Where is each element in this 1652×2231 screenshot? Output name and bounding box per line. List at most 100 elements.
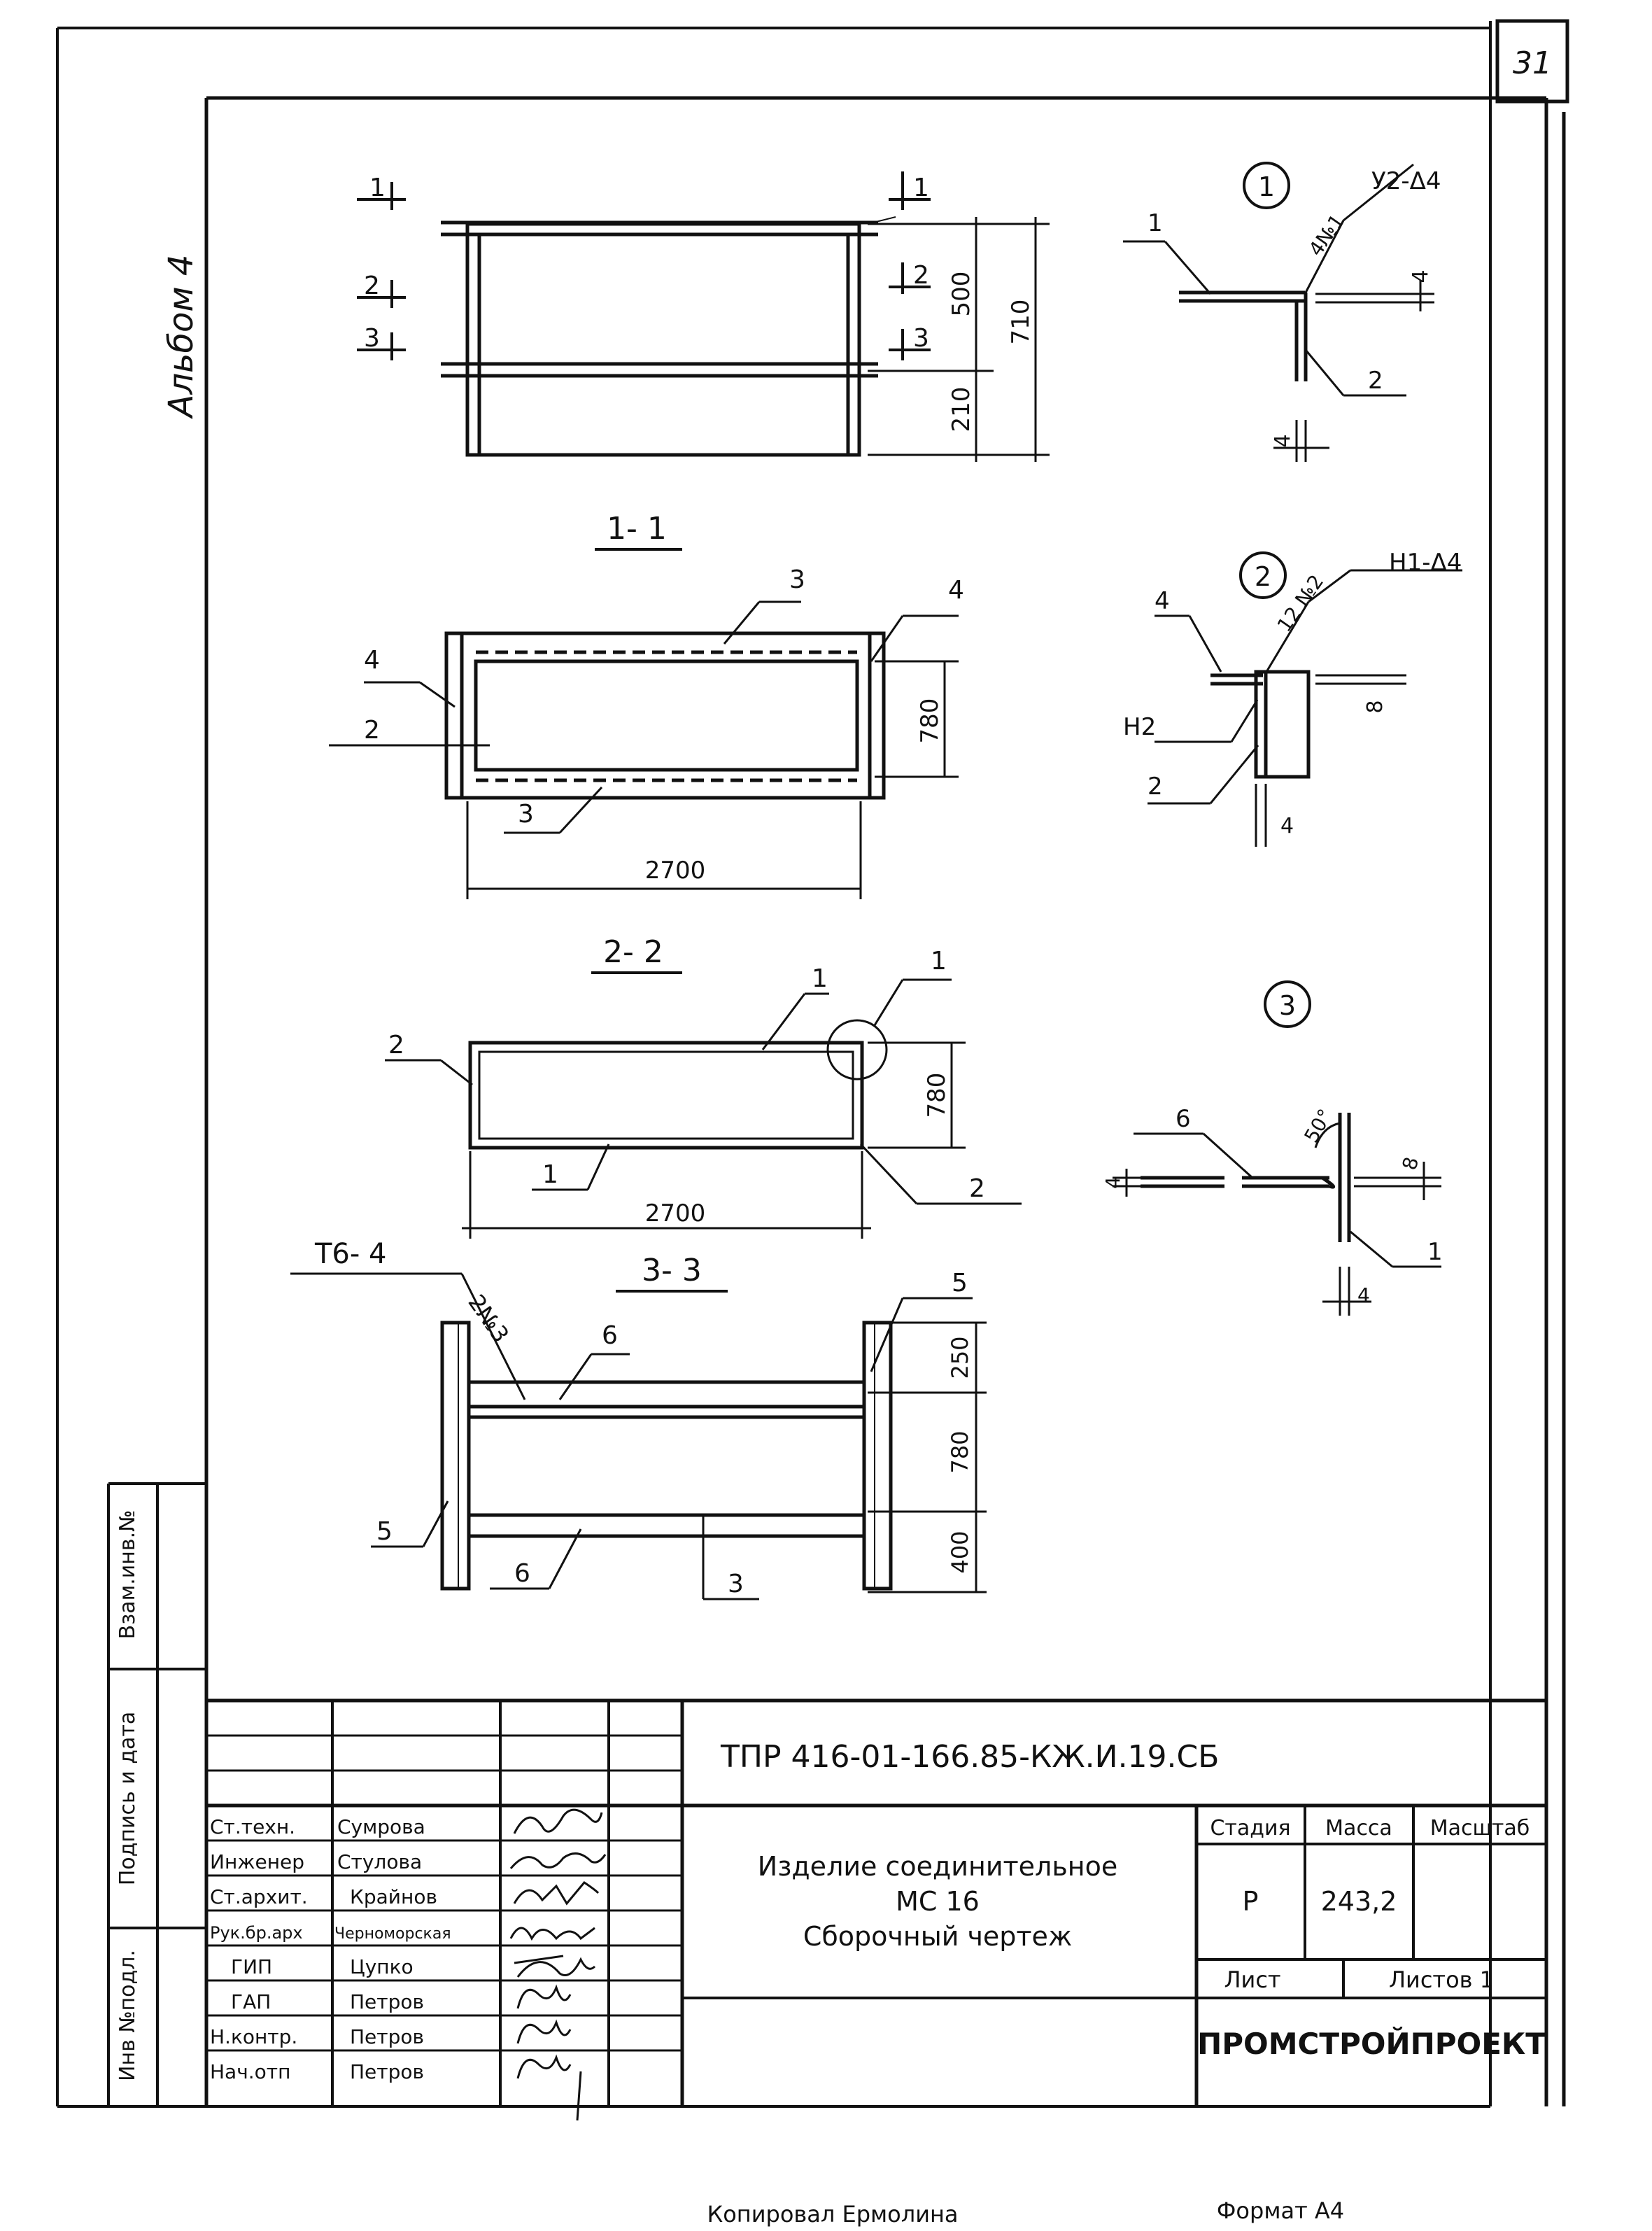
name-chernomorskaya: Черноморская — [334, 1925, 451, 1943]
detail-3: 3 50° 6 1 4 8 4 — [1101, 980, 1443, 1316]
s11-dim-780: 780 — [916, 698, 944, 744]
sheet-label: Лист — [1224, 1966, 1280, 1993]
section-2-2-title: 2- 2 — [603, 934, 663, 970]
detail-2-callout-2: 2 — [1148, 773, 1163, 801]
dim-210: 210 — [947, 387, 975, 432]
detail-1-callout-2: 2 — [1368, 367, 1383, 395]
role-gap: ГАП — [231, 1990, 271, 2013]
role-st-arch: Ст.архит. — [210, 1885, 308, 1908]
s11-dim-2700: 2700 — [645, 857, 706, 885]
s22-callout-2-right: 2 — [969, 1174, 985, 1203]
role-st-tech: Ст.техн. — [210, 1815, 295, 1838]
detail-2-weld-note: 12 №2 — [1273, 570, 1328, 636]
role-ruk-br-arch: Рук.бр.арх — [210, 1923, 303, 1943]
detail-3-dim-8: 8 — [1398, 1155, 1423, 1173]
detail-3-angle: 50° — [1299, 1105, 1336, 1146]
mass-header: Масса — [1325, 1816, 1392, 1841]
cut-mark-3-right: 3 — [913, 324, 929, 353]
s22-callout-1-bottom: 1 — [542, 1160, 558, 1189]
document-code: ТПР 416-01-166.85-КЖ.И.19.СБ — [720, 1739, 1219, 1775]
signature-1 — [513, 1808, 603, 1834]
stage-header: Стадия — [1210, 1816, 1290, 1841]
section-1-1-title: 1- 1 — [607, 511, 667, 547]
role-engineer: Инженер — [210, 1850, 304, 1873]
s11-callout-3-top: 3 — [789, 565, 805, 594]
side-stamp-replacement-inv: Взам.инв.№ — [115, 1510, 140, 1640]
detail-2: 2 Н1-Δ4 12 №2 4 Н2 2 8 4 — [1123, 549, 1462, 847]
sheets-label: Листов 1 — [1389, 1966, 1494, 1993]
name-petrov-nach: Петров — [350, 2060, 424, 2083]
title-line-2: МС 16 — [896, 1886, 980, 1917]
cut-mark-3-left: 3 — [364, 324, 380, 353]
names-column: Сумрова Стулова Крайнов Черноморская Цуп… — [334, 1815, 451, 2083]
name-tsupko: Цупко — [350, 1955, 414, 1978]
detail-3-callout-6: 6 — [1176, 1105, 1191, 1133]
detail-2-number: 2 — [1255, 561, 1271, 592]
s33-dim-400: 400 — [947, 1530, 973, 1573]
side-stamp-grid — [107, 1482, 206, 2108]
name-sumrova: Сумрова — [337, 1815, 425, 1838]
title-line-3: Сборочный чертеж — [803, 1921, 1072, 1952]
mass-value: 243,2 — [1321, 1886, 1397, 1917]
detail-2-dim-4: 4 — [1280, 814, 1294, 838]
s33-callout-5-right: 5 — [952, 1269, 968, 1297]
name-petrov-kontr: Петров — [350, 2025, 424, 2048]
detail-2-callout-n2: Н2 — [1123, 713, 1156, 741]
title-line-1: Изделие соединительное — [758, 1851, 1117, 1882]
dim-500: 500 — [947, 272, 975, 317]
role-gip: ГИП — [231, 1955, 272, 1978]
copied-by: Копировал Ермолина — [707, 2201, 958, 2228]
section-2-2: 2- 2 1 1 2 1 2 780 2700 — [385, 934, 1022, 1239]
role-nach-otd: Нач.отп — [210, 2060, 290, 2083]
section-3-3-title: 3- 3 — [642, 1253, 702, 1288]
detail-1-weld-note: 4№1 — [1304, 210, 1349, 260]
signature-3 — [513, 1881, 600, 1906]
outer-frame — [56, 21, 1492, 2108]
title-block-grid — [206, 1698, 1546, 2106]
role-n-kontr: Н.контр. — [210, 2025, 297, 2048]
s33-dim-250: 250 — [947, 1336, 973, 1379]
detail-3-dim-4-bottom: 4 — [1357, 1283, 1370, 1307]
s33-weld-label: Т6- 4 — [314, 1238, 386, 1270]
name-krainov: Крайнов — [350, 1885, 437, 1908]
cut-mark-2-left: 2 — [364, 272, 380, 300]
s11-callout-4-left: 4 — [364, 646, 380, 675]
detail-2-dim-8: 8 — [1363, 700, 1388, 713]
s33-callout-6-top: 6 — [602, 1321, 618, 1350]
name-stulova: Стулова — [337, 1850, 422, 1873]
section-1-1: 1- 1 3 4 4 2 3 780 2700 — [329, 511, 964, 899]
s33-callout-6-bottom: 6 — [514, 1559, 530, 1588]
s33-dim-780: 780 — [947, 1430, 973, 1473]
detail-3-number: 3 — [1279, 990, 1296, 1021]
detail-1-number: 1 — [1258, 171, 1275, 202]
s22-dim-780: 780 — [923, 1073, 951, 1118]
scale-header: Масштаб — [1430, 1816, 1530, 1841]
detail-1-dim-4-right: 4 — [1409, 269, 1433, 283]
signature-8 — [516, 2054, 582, 2121]
album-label: Альбом 4 — [162, 255, 201, 420]
detail-1-dim-4-bottom: 4 — [1271, 434, 1295, 447]
detail-1-callout-1: 1 — [1148, 209, 1163, 237]
detail-3-callout-1: 1 — [1427, 1238, 1443, 1266]
sheet-number-box — [1495, 19, 1569, 104]
roles-column: Ст.техн. Инженер Ст.архит. Рук.бр.арх ГИ… — [210, 1815, 308, 2083]
side-stamp-signature-date: Подпись и дата — [115, 1712, 140, 1886]
front-view: 1 2 3 1 2 3 500 210 710 — [357, 171, 1050, 462]
organization: ПРОМСТРОЙПРОЕКТ — [1197, 2026, 1546, 2061]
signature-4 — [509, 1927, 595, 1941]
signatures — [509, 1808, 607, 2121]
detail-1-weld-label: У2-Δ4 — [1371, 167, 1441, 195]
section-3-3: 3- 3 Т6- 4 2№3 6 5 5 6 — [290, 1238, 987, 1600]
detail-3-dim-4-left: 4 — [1101, 1176, 1124, 1189]
detail-2-callout-4: 4 — [1155, 587, 1170, 615]
signature-7 — [516, 2019, 572, 2044]
s11-callout-3-bottom: 3 — [518, 800, 534, 829]
detail-1: 1 У2-Δ4 4№1 1 2 4 4 — [1123, 162, 1441, 462]
cut-mark-2-right: 2 — [913, 261, 929, 290]
s22-callout-1-circle: 1 — [931, 947, 947, 976]
s11-callout-2: 2 — [364, 716, 380, 745]
detail-2-weld-label: Н1-Δ4 — [1389, 549, 1462, 577]
s22-callout-1-top: 1 — [812, 964, 828, 993]
s11-callout-4-right: 4 — [948, 576, 964, 605]
stage-value: Р — [1243, 1886, 1259, 1917]
